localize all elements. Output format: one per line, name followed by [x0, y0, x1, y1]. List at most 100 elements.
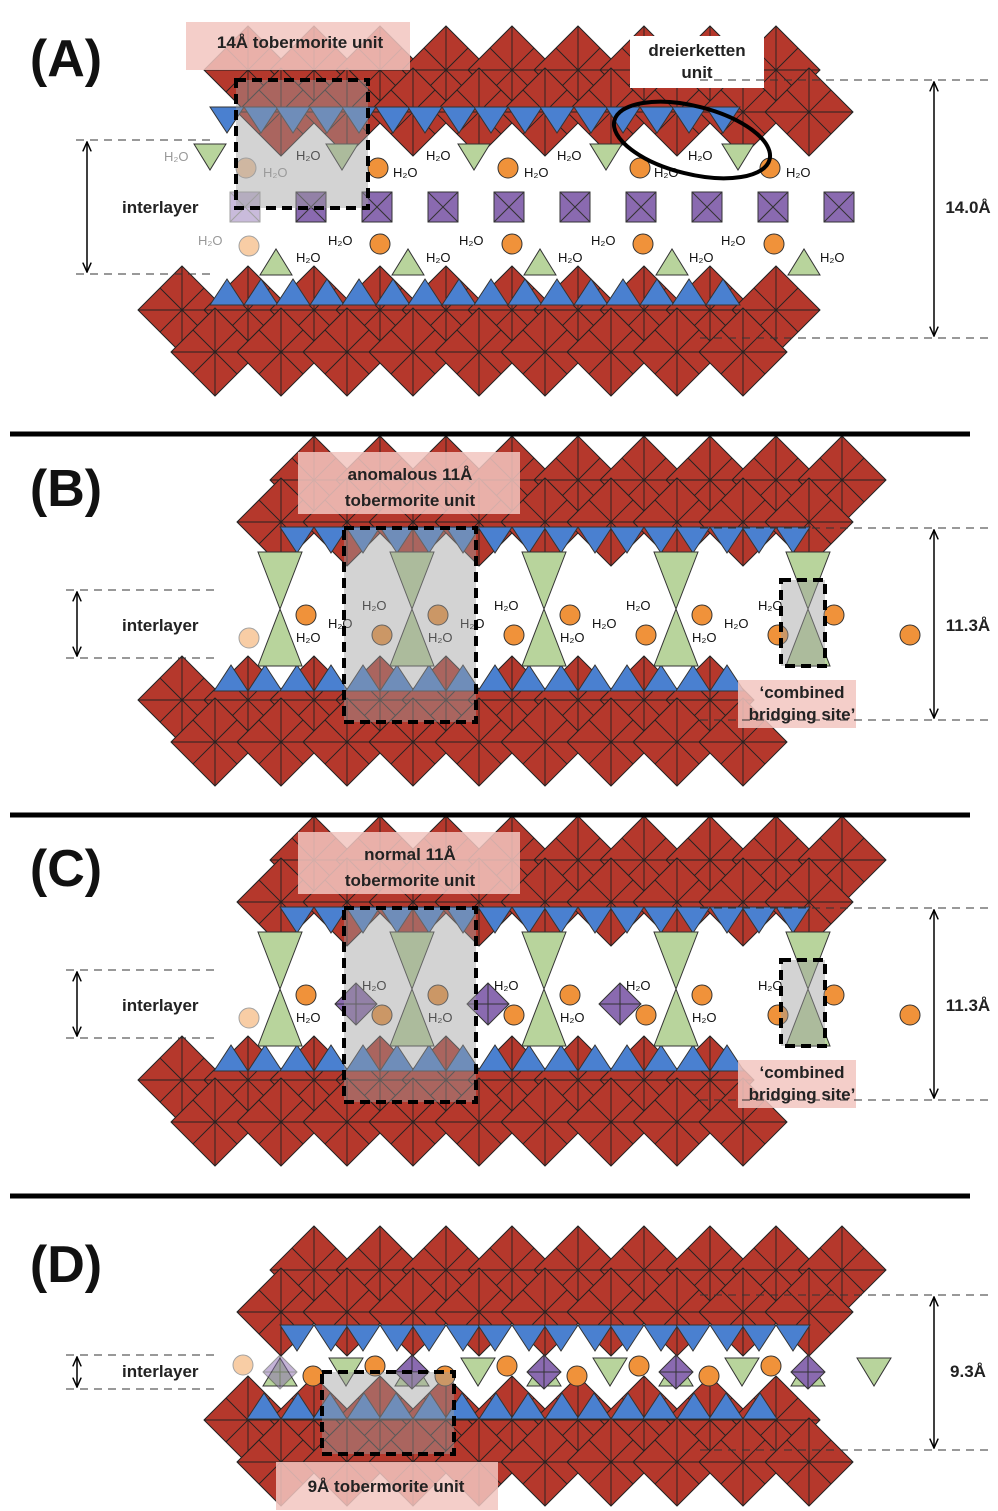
paired-tetrahedron — [478, 1392, 514, 1420]
calcium-ion — [763, 233, 785, 255]
paired-tetrahedron — [708, 1392, 744, 1420]
spacing-label: 14.0Å — [945, 198, 990, 217]
interlayer-cation-site — [691, 191, 723, 223]
bridging-tetrahedron — [389, 931, 435, 991]
paired-tetrahedron — [671, 278, 707, 306]
paired-tetrahedron — [275, 106, 311, 134]
paired-tetrahedron — [511, 526, 547, 554]
water-molecule: H₂O — [263, 165, 288, 180]
label-backdrop — [186, 22, 410, 70]
paired-tetrahedron — [247, 1044, 283, 1072]
calcium-ion — [295, 984, 317, 1006]
water-molecule: H₂O — [560, 630, 585, 645]
panel-separators — [10, 431, 970, 1199]
paired-tetrahedron — [675, 526, 711, 554]
paired-tetrahedron — [609, 526, 645, 554]
paired-tetrahedron — [709, 1324, 745, 1352]
paired-tetrahedron — [539, 106, 575, 134]
paired-tetrahedron — [313, 526, 349, 554]
water-molecule: H₂O — [758, 598, 783, 613]
unit-label: tobermorite unit — [345, 491, 476, 510]
dreierketten-highlight — [611, 99, 773, 181]
unit-cell-outline — [320, 1370, 456, 1456]
paired-tetrahedron — [675, 906, 711, 934]
paired-tetrahedron — [346, 1392, 382, 1420]
water-molecule: H₂O — [557, 148, 582, 163]
bridging-tetrahedron — [457, 143, 491, 171]
calcium-ion — [238, 1007, 260, 1029]
paired-tetrahedron — [741, 1324, 777, 1352]
panel-label: (B) — [30, 460, 102, 518]
paired-tetrahedron — [477, 906, 513, 934]
silicate-chains — [213, 526, 831, 692]
bridging-tetrahedron — [389, 551, 435, 611]
interlayer-species — [238, 982, 921, 1029]
panel-label: (D) — [30, 1236, 102, 1294]
paired-tetrahedron — [639, 278, 675, 306]
paired-tetrahedron — [511, 1324, 547, 1352]
label-backdrop — [298, 832, 520, 894]
paired-tetrahedron — [313, 664, 349, 692]
water-molecule: H₂O — [362, 978, 387, 993]
bridging-tetrahedron — [257, 607, 303, 667]
paired-tetrahedron — [642, 1392, 678, 1420]
paired-tetrahedron — [543, 1324, 579, 1352]
paired-tetrahedron — [775, 526, 811, 554]
paired-tetrahedron — [309, 106, 345, 134]
dreierketten-label: unit — [681, 63, 712, 82]
paired-tetrahedron — [213, 1044, 249, 1072]
paired-tetrahedron — [741, 526, 777, 554]
paired-tetrahedron — [577, 1044, 613, 1072]
paired-tetrahedron — [341, 278, 377, 306]
paired-tetrahedron — [445, 1044, 481, 1072]
water-molecule: H₂O — [820, 250, 845, 265]
paired-tetrahedron — [643, 526, 679, 554]
calcium-ion — [698, 1365, 720, 1387]
bridging-tetrahedron — [257, 551, 303, 611]
water-molecule: H₂O — [560, 1010, 585, 1025]
paired-tetrahedron — [279, 1324, 315, 1352]
paired-tetrahedron — [511, 664, 547, 692]
water-molecule: H₂O — [198, 233, 223, 248]
spacing-label: 9.3Å — [950, 1362, 986, 1381]
paired-tetrahedron — [643, 1324, 679, 1352]
bridging-tetrahedron — [521, 931, 567, 991]
paired-tetrahedron — [775, 1324, 811, 1352]
paired-tetrahedron — [543, 526, 579, 554]
bridging-tetrahedron — [653, 551, 699, 611]
bridging-tetrahedron — [787, 248, 821, 276]
paired-tetrahedron — [309, 278, 345, 306]
paired-tetrahedron — [643, 1044, 679, 1072]
calcium-ion — [559, 984, 581, 1006]
paired-tetrahedron — [412, 1392, 448, 1420]
paired-tetrahedron — [544, 1392, 580, 1420]
paired-tetrahedron — [675, 1044, 711, 1072]
water-molecule: H₂O — [426, 250, 451, 265]
paired-tetrahedron — [573, 278, 609, 306]
paired-tetrahedron — [609, 906, 645, 934]
paired-tetrahedron — [441, 278, 477, 306]
water-molecule: H₂O — [558, 250, 583, 265]
bridging-tetrahedron — [391, 248, 425, 276]
bridging-tetrahedron — [460, 1357, 496, 1387]
paired-tetrahedron — [445, 664, 481, 692]
bridging-tetrahedron — [589, 143, 623, 171]
interlayer-cation-site — [625, 191, 657, 223]
calcium-ion — [232, 1354, 254, 1376]
paired-tetrahedron — [379, 1324, 415, 1352]
paired-tetrahedron — [411, 1324, 447, 1352]
paired-tetrahedron — [511, 906, 547, 934]
unit-label: 9Å tobermorite unit — [308, 1477, 465, 1496]
calcium-ion — [371, 624, 393, 646]
bridging-site-label: ‘combined — [759, 683, 844, 702]
paired-tetrahedron — [280, 1392, 316, 1420]
spacing-label: 11.3Å — [946, 616, 990, 635]
panel-label: (A) — [30, 30, 102, 88]
interlayer-species — [229, 157, 855, 257]
silicate-chains — [246, 1324, 811, 1420]
paired-tetrahedron — [577, 526, 613, 554]
paired-tetrahedron — [375, 278, 411, 306]
